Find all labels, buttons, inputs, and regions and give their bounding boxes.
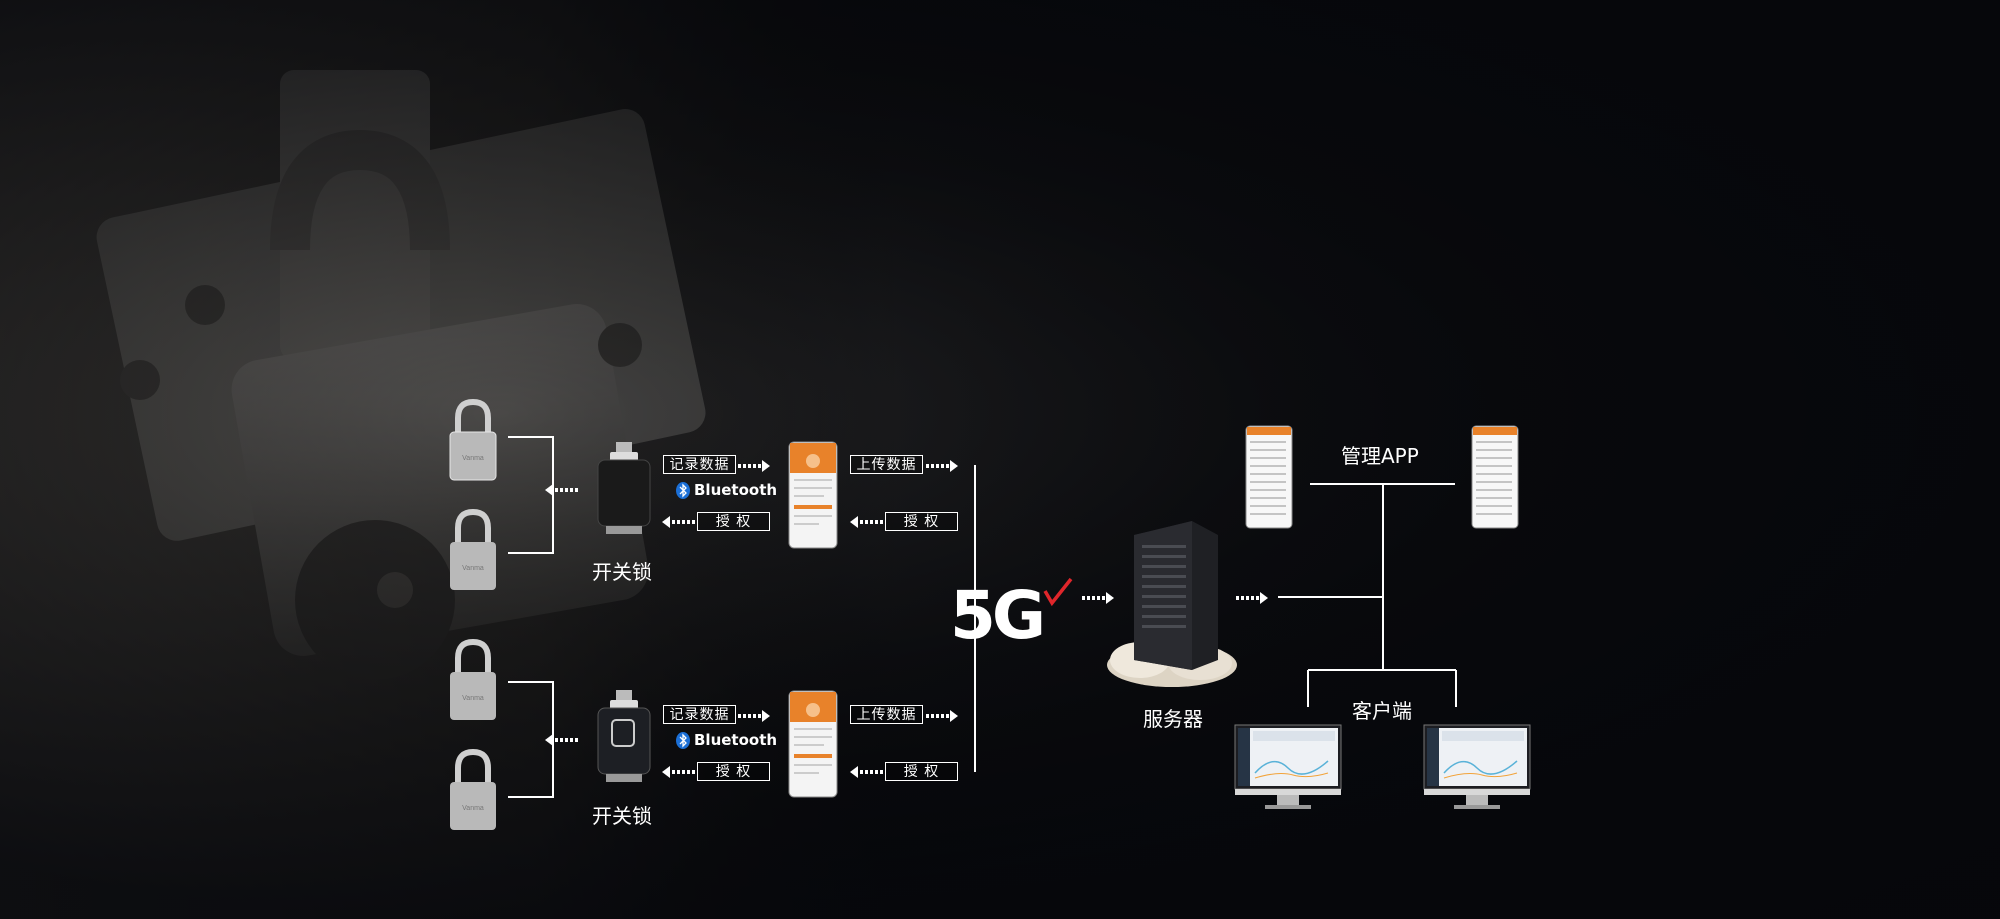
server-label: 服务器 (1143, 703, 1203, 732)
bluetooth-icon (676, 482, 690, 499)
padlock-brand: Vanma (462, 565, 484, 572)
phone-app-icon (788, 441, 838, 549)
network-5g-label: 5G (950, 583, 1042, 649)
lock-group-label-top: 开关锁 (592, 556, 652, 585)
phone-app-icon (788, 690, 838, 798)
management-app-label: 管理APP (1341, 440, 1419, 469)
padlock-icon: Vanma (448, 508, 498, 593)
fingerprint-key-icon (594, 688, 654, 786)
padlock-icon: Vanma (448, 748, 498, 833)
client-monitor-icon (1233, 723, 1343, 811)
authorize-label-right-top: 授 权 (885, 512, 958, 531)
bluetooth-icon (676, 732, 690, 749)
server-icon (1100, 515, 1245, 695)
padlock-brand: Vanma (462, 455, 484, 462)
authorize-label-left-top: 授 权 (697, 512, 770, 531)
padlock-icon: Vanma (448, 638, 498, 723)
bluetooth-text: Bluetooth (694, 731, 777, 749)
client-monitor-icon (1422, 723, 1532, 811)
lock-group-label-bottom: 开关锁 (592, 800, 652, 829)
upload-data-label-bottom: 上传数据 (850, 705, 923, 724)
client-label: 客户端 (1352, 695, 1412, 724)
authorize-label-right-bottom: 授 权 (885, 762, 958, 781)
management-phone-icon (1245, 425, 1293, 529)
record-data-label-bottom: 记录数据 (663, 705, 736, 724)
electronic-key-icon (594, 440, 654, 538)
bluetooth-label-bottom: Bluetooth (676, 731, 777, 749)
padlock-brand: Vanma (462, 805, 484, 812)
check-mark-icon (1043, 577, 1073, 607)
padlock-brand: Vanma (462, 695, 484, 702)
bluetooth-text: Bluetooth (694, 481, 777, 499)
record-data-label-top: 记录数据 (663, 455, 736, 474)
upload-data-label-top: 上传数据 (850, 455, 923, 474)
management-phone-icon (1471, 425, 1519, 529)
bluetooth-label-top: Bluetooth (676, 481, 777, 499)
authorize-label-left-bottom: 授 权 (697, 762, 770, 781)
padlock-icon: Vanma (448, 398, 498, 483)
